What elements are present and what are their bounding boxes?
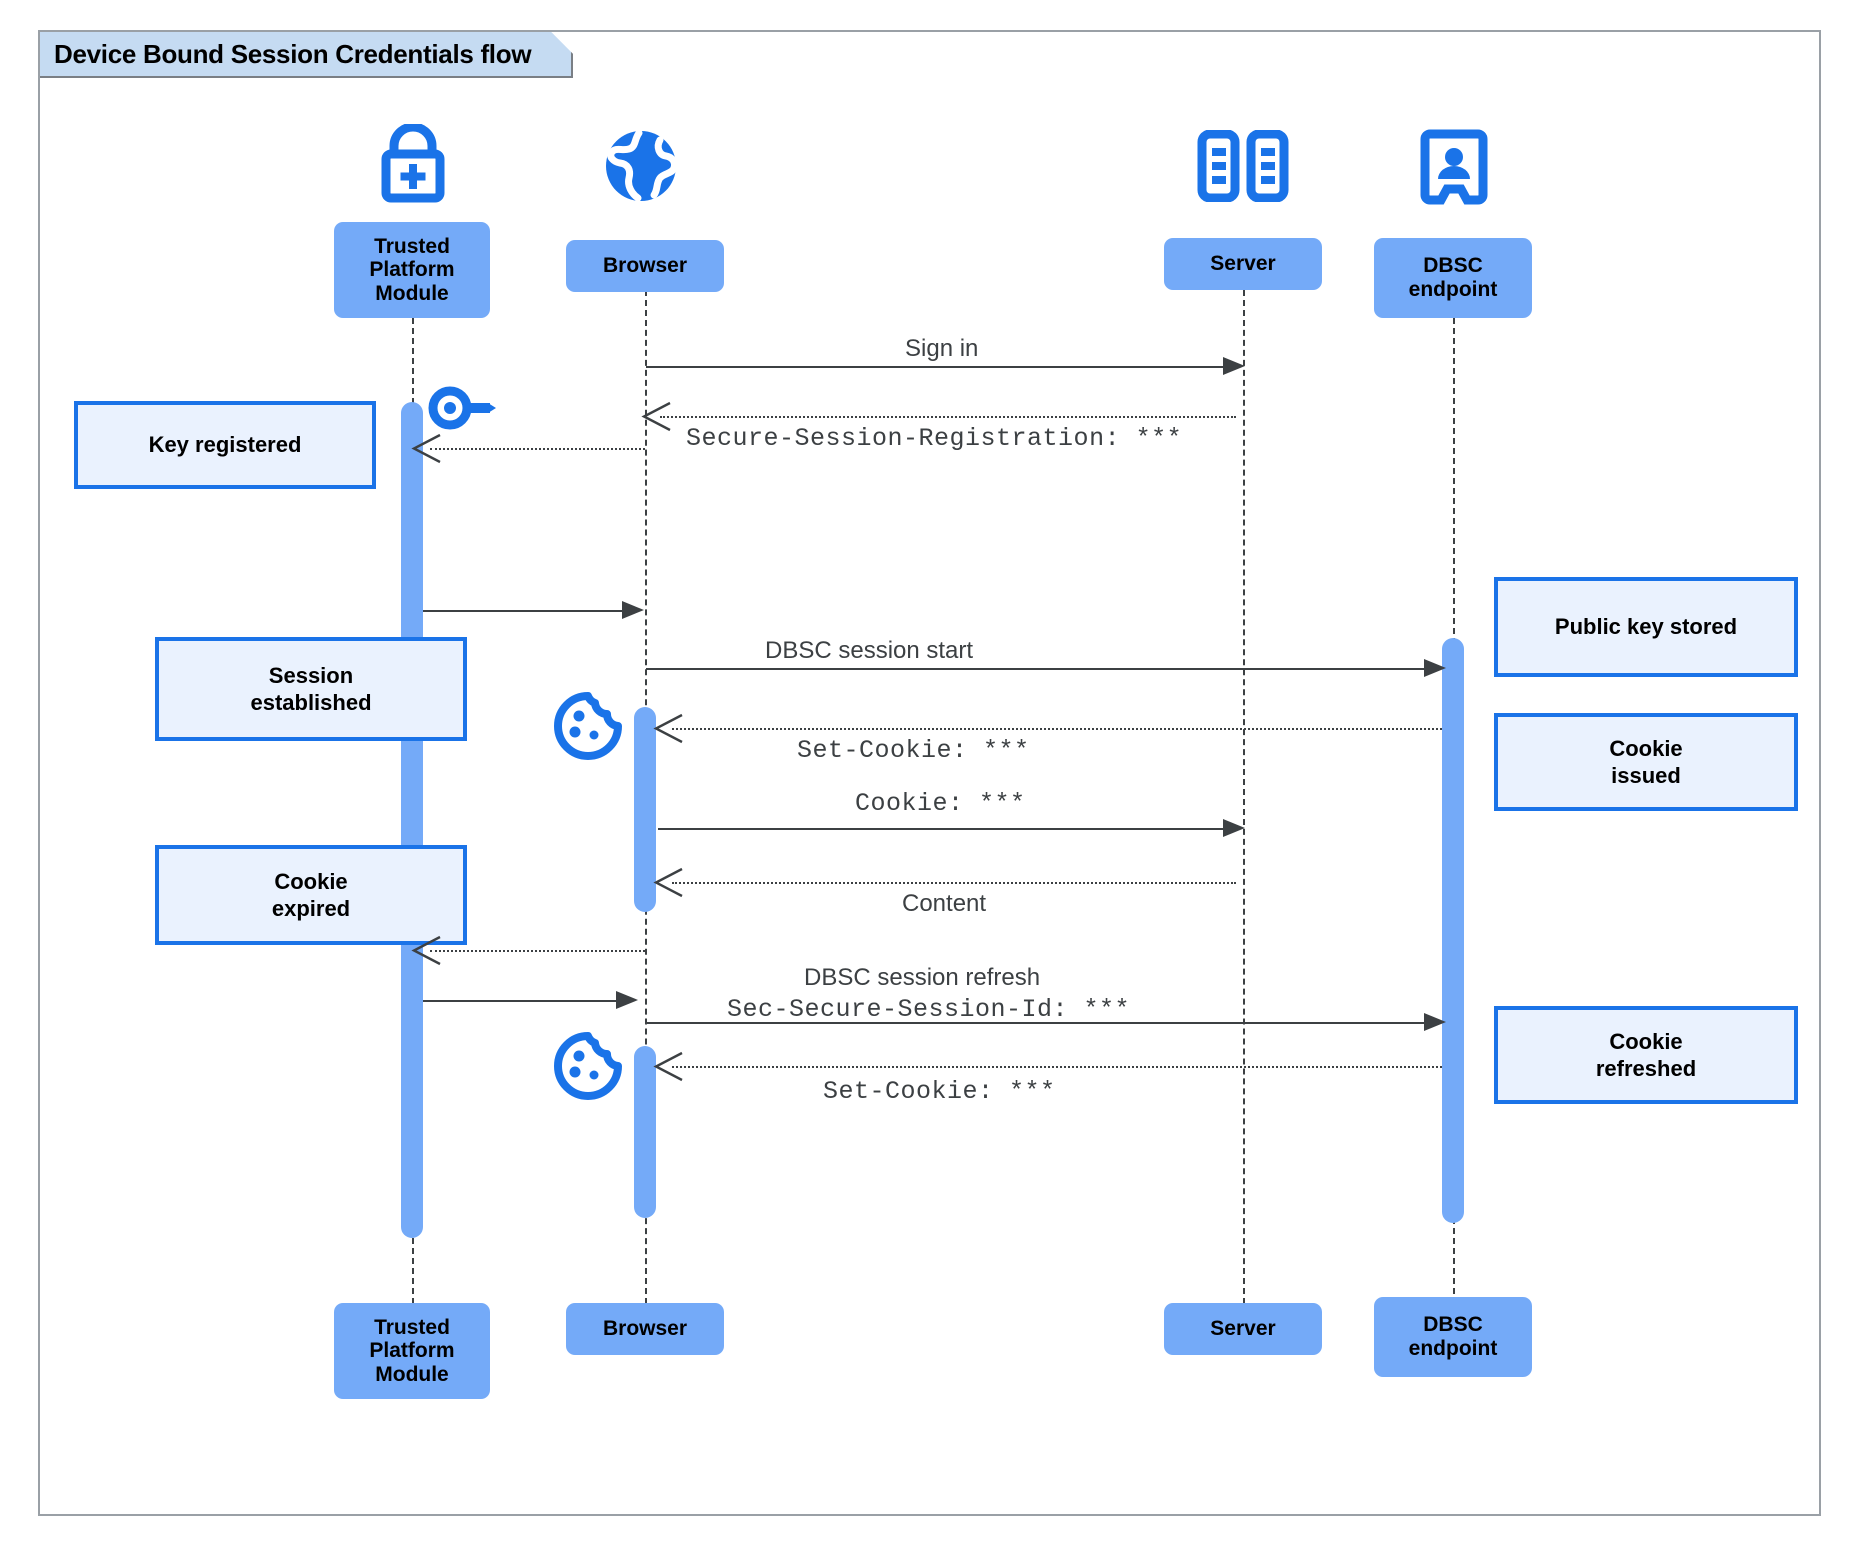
key-icon xyxy=(428,383,508,438)
activation-bar-browser-1 xyxy=(634,707,656,912)
participant-tpm-bottom[interactable]: Trusted Platform Module xyxy=(334,1303,490,1399)
note-text: Key registered xyxy=(148,432,302,458)
message-label-sign-in: Sign in xyxy=(905,335,979,362)
activation-bar-dbsc xyxy=(1442,638,1464,1223)
note-text-line1: Cookie xyxy=(1609,735,1683,761)
participant-tpm-top[interactable]: Trusted Platform Module xyxy=(334,222,490,318)
arrowhead-open-left xyxy=(653,713,683,744)
arrowhead-filled-right xyxy=(1424,1013,1446,1031)
message-label-content: Content xyxy=(902,890,987,917)
note-text-line1: Cookie xyxy=(1609,1028,1683,1054)
message-line-secure-session-registration xyxy=(660,416,1236,418)
note-text-line1: Cookie xyxy=(274,868,348,894)
message-label-dbsc-session-start: DBSC session start xyxy=(765,637,974,664)
message-line-tpm-to-browser-1 xyxy=(423,610,634,612)
message-line-set-cookie-2 xyxy=(672,1066,1442,1068)
arrowhead-filled-right xyxy=(622,601,644,619)
participant-label-line3: Module xyxy=(375,1362,449,1386)
participant-label: Server xyxy=(1210,1317,1276,1341)
message-label-sec-secure-session-id: Sec-Secure-Session-Id: *** xyxy=(727,995,1131,1024)
message-label-set-cookie-2: Set-Cookie: *** xyxy=(823,1077,1056,1106)
participant-label-line1: Trusted xyxy=(374,1315,450,1339)
note-key-registered: Key registered xyxy=(74,401,376,489)
participant-label: Browser xyxy=(602,254,688,278)
arrowhead-open-left xyxy=(653,1051,683,1082)
activation-bar-tpm xyxy=(401,402,423,1238)
message-label-cookie: Cookie: *** xyxy=(855,789,1026,818)
participant-label-line1: DBSC xyxy=(1423,1313,1483,1337)
message-label-dbsc-session-refresh: DBSC session refresh xyxy=(804,964,1041,991)
cookie-icon xyxy=(552,690,624,767)
message-line-set-cookie-1 xyxy=(672,728,1442,730)
note-text-line1: Session xyxy=(268,662,354,688)
note-text-line2: refreshed xyxy=(1595,1056,1697,1081)
arrowhead-filled-right xyxy=(1223,357,1245,375)
diagram-title: Device Bound Session Credentials flow xyxy=(54,38,532,69)
note-cookie-issued: Cookie issued xyxy=(1494,713,1798,811)
arrowhead-open-left xyxy=(653,867,683,898)
note-cookie-refreshed: Cookie refreshed xyxy=(1494,1006,1798,1104)
id-badge-icon xyxy=(1419,128,1489,213)
participant-label: Server xyxy=(1210,252,1276,276)
note-session-established: Session established xyxy=(155,637,467,741)
message-line-tpm-response xyxy=(430,448,645,450)
arrowhead-filled-right xyxy=(1223,819,1245,837)
participant-dbsc-bottom[interactable]: DBSC endpoint xyxy=(1374,1297,1532,1377)
participant-label-line2: endpoint xyxy=(1408,1337,1498,1360)
note-text-line2: issued xyxy=(1611,763,1681,788)
participant-browser-bottom[interactable]: Browser xyxy=(566,1303,724,1355)
message-line-browser-to-tpm xyxy=(430,950,645,952)
participant-server-bottom[interactable]: Server xyxy=(1164,1303,1322,1355)
message-line-tpm-to-browser-2 xyxy=(423,1000,624,1002)
message-label-set-cookie-1: Set-Cookie: *** xyxy=(797,736,1030,765)
participant-label-line2: Platform xyxy=(369,1339,455,1363)
server-racks-icon xyxy=(1196,129,1290,207)
participant-label-line1: DBSC xyxy=(1423,254,1483,278)
globe-icon xyxy=(598,128,684,209)
lifeline-server xyxy=(1243,290,1245,1304)
message-line-sign-in xyxy=(646,366,1236,368)
participant-server-top[interactable]: Server xyxy=(1164,238,1322,290)
message-line-cookie xyxy=(658,828,1236,830)
arrowhead-open-left xyxy=(411,433,441,464)
participant-label-line2: Platform xyxy=(369,258,455,282)
arrowhead-open-left xyxy=(641,401,671,432)
note-cookie-expired: Cookie expired xyxy=(155,845,467,945)
note-text-line2: expired xyxy=(271,896,351,921)
activation-bar-browser-2 xyxy=(634,1046,656,1218)
arrowhead-open-left xyxy=(411,935,441,966)
note-public-key-stored: Public key stored xyxy=(1494,577,1798,677)
participant-label: Browser xyxy=(602,1317,688,1341)
arrowhead-filled-right xyxy=(1424,659,1446,677)
message-label-secure-session-registration: Secure-Session-Registration: *** xyxy=(686,424,1183,453)
note-text: Public key stored xyxy=(1554,614,1738,640)
diagram-title-tab: Device Bound Session Credentials flow xyxy=(40,32,573,78)
cookie-icon xyxy=(552,1030,624,1107)
lock-plus-icon xyxy=(368,122,458,209)
participant-browser-top[interactable]: Browser xyxy=(566,240,724,292)
participant-dbsc-top[interactable]: DBSC endpoint xyxy=(1374,238,1532,318)
note-text-line2: established xyxy=(250,690,372,715)
arrowhead-filled-right xyxy=(616,991,638,1009)
participant-label-line3: Module xyxy=(375,281,449,305)
message-line-content xyxy=(672,882,1236,884)
message-line-dbsc-session-start xyxy=(646,668,1436,670)
participant-label-line1: Trusted xyxy=(374,234,450,258)
participant-label-line2: endpoint xyxy=(1408,278,1498,301)
message-line-dbsc-session-refresh xyxy=(646,1022,1436,1024)
